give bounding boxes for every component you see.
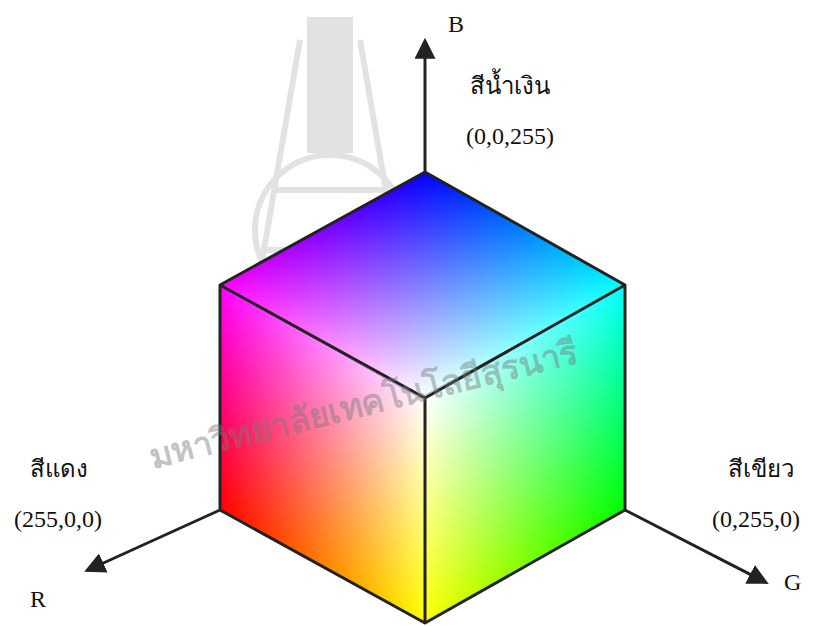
color-name: สีแดง [30, 455, 88, 484]
axis-letter: G [784, 568, 801, 597]
color-name: สีน้ำเงิน [470, 72, 550, 101]
color-name: สีเขียว [728, 455, 794, 484]
rgb-value: (0,255,0) [712, 505, 800, 534]
rgb-value: (0,0,255) [466, 122, 554, 151]
rgb-value: (255,0,0) [14, 505, 102, 534]
axis-letter: B [448, 10, 464, 39]
axis-letter: R [30, 585, 46, 614]
axes [88, 42, 765, 582]
